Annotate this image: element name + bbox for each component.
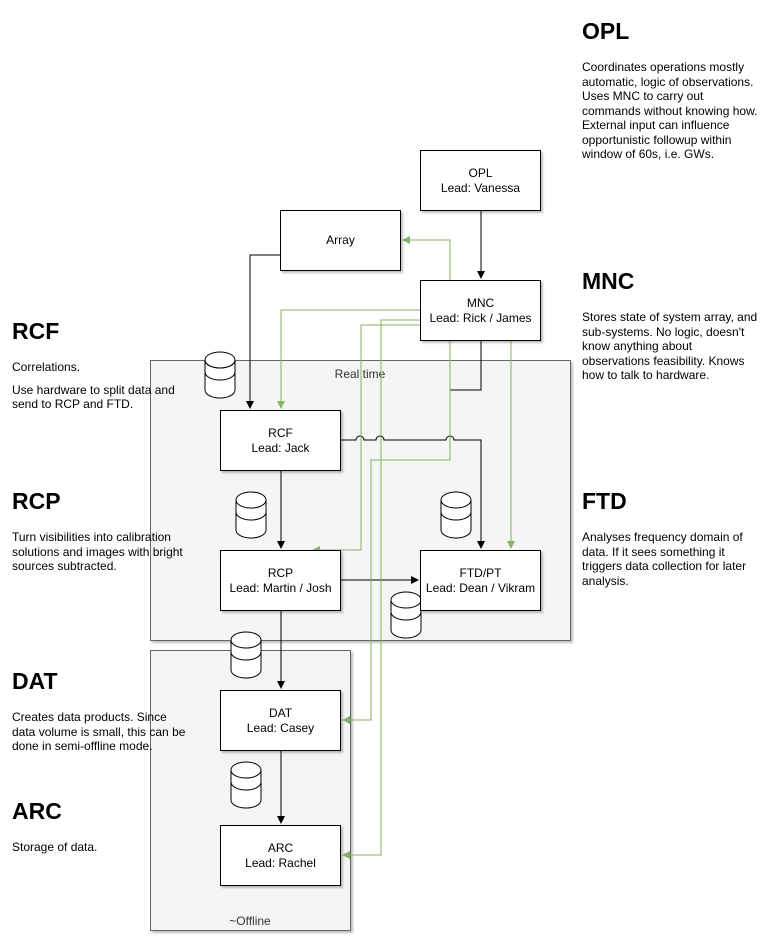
dat-heading: DAT	[12, 668, 58, 694]
rcp-heading: RCP	[12, 488, 61, 514]
rcp-node-title: RCP	[267, 565, 294, 580]
mnc-description: MNC Stores state of system array, and su…	[582, 268, 762, 391]
mnc-node-lead: Lead: Rick / James	[429, 310, 532, 325]
rcp-text: Turn visibilities into calibration solut…	[12, 530, 183, 573]
ftd-node-title: FTD/PT	[459, 565, 502, 580]
arc-node-title: ARC	[267, 840, 294, 855]
ftd-description: FTD Analyses frequency domain of data. I…	[582, 488, 758, 596]
database-icon	[235, 491, 267, 539]
control-edge-rcf	[277, 309, 420, 409]
opl-node[interactable]: OPL Lead: Vanessa	[420, 150, 541, 211]
ftd-text: Analyses frequency domain of data. If it…	[582, 530, 747, 588]
ftd-heading: FTD	[582, 488, 627, 514]
edge-array-rcf	[246, 254, 280, 409]
rcf-node-title: RCF	[268, 425, 293, 440]
ftd-node[interactable]: FTD/PT Lead: Dean / Vikram	[420, 550, 541, 611]
ftd-node-lead: Lead: Dean / Vikram	[425, 580, 536, 595]
arc-description: ARC Storage of data.	[12, 798, 192, 863]
rcf-node-lead: Lead: Jack	[251, 440, 310, 455]
rcf-heading: RCF	[12, 318, 60, 344]
mnc-node-title: MNC	[466, 295, 495, 310]
rcf-node[interactable]: RCF Lead: Jack	[220, 410, 341, 471]
rcf-description: RCF Correlations. Use hardware to split …	[12, 318, 184, 420]
realtime-label: Real time	[334, 367, 386, 381]
rcp-node-lead: Lead: Martin / Josh	[229, 580, 332, 595]
database-icon	[440, 491, 472, 539]
dat-text: Creates data products. Since data volume…	[12, 710, 186, 753]
array-node[interactable]: Array	[280, 210, 401, 271]
offline-label: ~Offline	[229, 914, 271, 928]
dat-node-title: DAT	[268, 705, 293, 720]
database-icon	[390, 591, 422, 639]
rcp-node[interactable]: RCP Lead: Martin / Josh	[220, 550, 341, 611]
control-edge-arc	[342, 319, 420, 859]
dat-node[interactable]: DAT Lead: Casey	[220, 690, 341, 751]
dat-node-lead: Lead: Casey	[246, 720, 315, 735]
edge-mnc-ftd	[450, 341, 482, 391]
database-icon	[204, 351, 236, 399]
opl-node-lead: Lead: Vanessa	[440, 180, 521, 195]
control-edge-dat	[342, 341, 451, 724]
arc-node-lead: Lead: Rachel	[245, 855, 316, 870]
array-node-title: Array	[326, 233, 355, 247]
mnc-heading: MNC	[582, 268, 635, 294]
arc-text: Storage of data.	[12, 840, 98, 854]
arc-node[interactable]: ARC Lead: Rachel	[220, 825, 341, 886]
opl-node-title: OPL	[468, 165, 493, 180]
database-icon	[230, 761, 262, 809]
dat-description: DAT Creates data products. Since data vo…	[12, 668, 192, 762]
opl-description: OPL Coordinates operations mostly automa…	[582, 18, 762, 170]
arc-heading: ARC	[12, 798, 62, 824]
rcf-text-2: Use hardware to split data and send to R…	[12, 382, 175, 412]
database-icon	[230, 631, 262, 679]
mnc-text: Stores state of system array, and sub-sy…	[582, 310, 758, 382]
opl-heading: OPL	[582, 18, 630, 44]
rcp-description: RCP Turn visibilities into calibration s…	[12, 488, 190, 582]
opl-text: Coordinates operations mostly automatic,…	[582, 60, 758, 161]
mnc-node[interactable]: MNC Lead: Rick / James	[420, 280, 541, 341]
rcf-text-1: Correlations.	[12, 360, 81, 374]
